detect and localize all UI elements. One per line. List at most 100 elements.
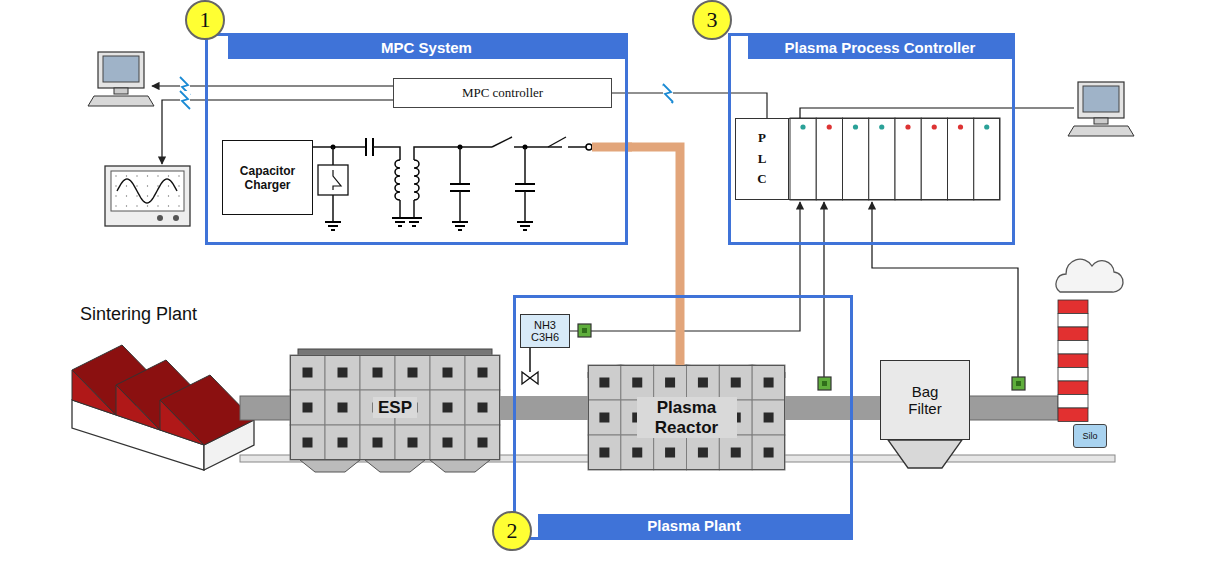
wire	[414, 147, 492, 160]
sensor	[578, 324, 591, 337]
filter-box: Bag Filter	[880, 360, 970, 440]
wire	[823, 202, 824, 377]
oscilloscope-knob	[157, 215, 163, 221]
stack-band	[1058, 314, 1088, 328]
grid-dot	[115, 195, 116, 196]
wire	[568, 146, 586, 148]
cell-core	[443, 403, 453, 413]
grid-dot	[136, 175, 137, 176]
wire	[459, 191, 461, 222]
grid-dot	[126, 185, 127, 186]
plc-led	[827, 124, 832, 129]
grid-dot	[168, 195, 169, 196]
plc-slot	[869, 118, 895, 200]
ground-symbol	[523, 229, 527, 231]
stack-band	[1058, 300, 1088, 314]
transformer-coil	[395, 160, 400, 200]
hv-cable	[626, 147, 680, 365]
wireless-symbol	[663, 85, 673, 103]
grid-dot	[126, 205, 127, 206]
grid-dot	[178, 175, 179, 176]
ground-symbol	[517, 221, 533, 223]
cell-core	[764, 448, 774, 458]
duct	[240, 396, 292, 420]
panel-title: MPC System	[381, 39, 472, 56]
plc-led	[800, 124, 805, 129]
callout-number: 3	[707, 7, 718, 33]
sensor	[1012, 377, 1025, 390]
grid-dot	[115, 205, 116, 206]
cell-core	[338, 438, 348, 448]
ground-symbol	[392, 217, 408, 219]
plc-led	[905, 124, 910, 129]
cell	[588, 365, 621, 400]
cell-core	[698, 448, 708, 458]
grid-dot	[136, 205, 137, 206]
cell	[752, 365, 785, 400]
ground-symbol	[452, 221, 468, 223]
cell	[654, 435, 687, 470]
node-label: Capacitor Charger	[223, 164, 312, 192]
title-bar: MPC System	[228, 36, 625, 59]
cell-core	[408, 438, 418, 448]
stack-band	[1058, 408, 1088, 422]
ground-symbol	[520, 225, 530, 227]
flue-duct	[785, 396, 880, 420]
plc-slot	[895, 118, 921, 200]
grid-dot	[147, 195, 148, 196]
capacitor-plate	[365, 138, 367, 156]
ground-symbol	[455, 225, 465, 227]
cell	[395, 425, 430, 460]
valve-symbol	[522, 372, 538, 384]
cell-core	[599, 413, 609, 423]
computer-monitor	[98, 52, 144, 88]
node-label: Bag Filter	[895, 383, 955, 417]
wire	[492, 137, 512, 147]
grid-dot	[168, 185, 169, 186]
computer-screen	[1083, 86, 1119, 112]
wire	[399, 200, 401, 218]
cell-core	[338, 368, 348, 378]
computer-stand	[1094, 118, 1108, 124]
cell	[325, 390, 360, 425]
sensor-core	[1016, 381, 1021, 386]
signal-line	[612, 93, 767, 118]
cell-core	[338, 403, 348, 413]
plc-led	[853, 124, 858, 129]
wire	[872, 202, 1018, 377]
bolt-gap	[663, 85, 673, 103]
cell	[360, 355, 395, 390]
cell-core	[599, 448, 609, 458]
wire	[529, 348, 531, 372]
controller-box: MPC controller	[393, 78, 612, 108]
cell	[719, 365, 752, 400]
title-bar: Plasma Process Controller	[748, 36, 1012, 59]
smoke-cloud	[1056, 259, 1123, 292]
cell-core	[478, 438, 488, 448]
plc-slot	[843, 118, 869, 200]
grid-dot	[136, 195, 137, 196]
cell	[430, 425, 465, 460]
plant-panel: Plasma PlantNH3 C3H6Plasma Reactor	[513, 295, 853, 540]
ground-symbol	[395, 221, 405, 223]
transformer-coil	[414, 160, 419, 200]
grid-dot	[168, 205, 169, 206]
cell	[752, 435, 785, 470]
grid-dot	[115, 185, 116, 186]
grid-dot	[178, 205, 179, 206]
grid-dot	[136, 185, 137, 186]
cell	[430, 355, 465, 390]
cell	[588, 400, 621, 435]
plant-label-box: Sintering Plant	[80, 304, 197, 325]
output-terminal	[586, 144, 592, 150]
stack-band	[1058, 395, 1088, 409]
cell	[719, 435, 752, 470]
cell-core	[478, 403, 488, 413]
cell	[621, 365, 654, 400]
cell	[465, 425, 500, 460]
reactor-unit: Plasma Reactor	[588, 365, 785, 470]
sine-wave	[117, 179, 177, 203]
cell	[290, 425, 325, 460]
cell-core	[303, 438, 313, 448]
signal-line	[570, 202, 800, 331]
